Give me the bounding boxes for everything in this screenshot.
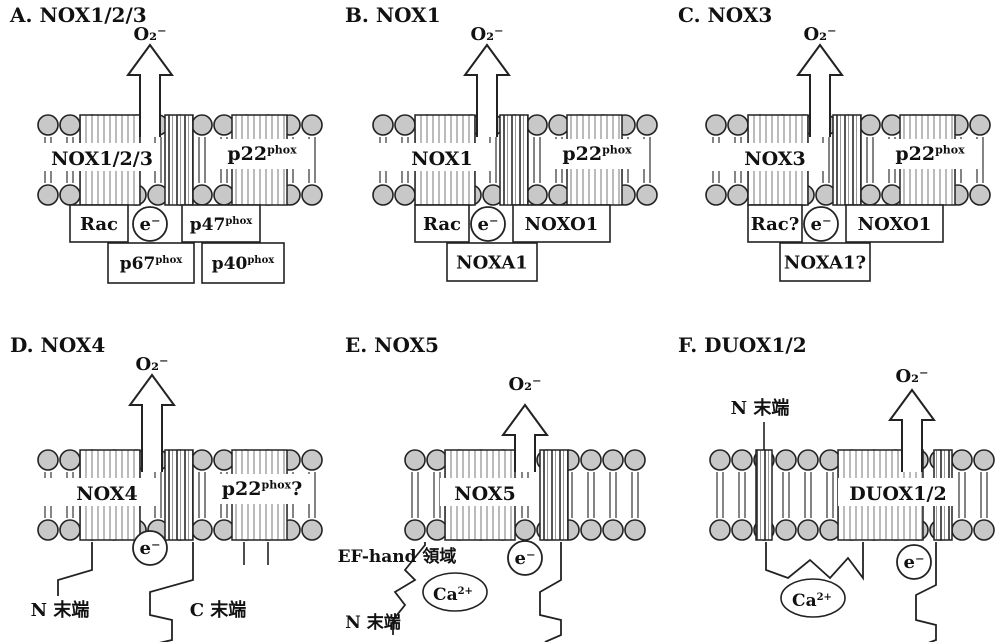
enzyme-helix <box>500 115 528 205</box>
rac-label: Rac <box>423 214 461 235</box>
superoxide-label: O₂⁻ <box>135 354 168 375</box>
superoxide-label: O₂⁻ <box>133 24 166 45</box>
enzyme-label: NOX3 <box>744 148 806 170</box>
superoxide-label: O₂⁻ <box>470 24 503 45</box>
p47-box-group: p47phox <box>182 205 260 242</box>
n-terminus-label: N 末端 <box>31 599 90 621</box>
electron-label: e⁻ <box>140 538 161 559</box>
superoxide-label: O₂⁻ <box>803 24 836 45</box>
enzyme-label: NOX4 <box>76 483 138 505</box>
panel-6: F. DUOX1/2O₂⁻DUOX1/2N 末端e⁻Ca2+ <box>678 333 994 642</box>
electron-label: e⁻ <box>515 548 536 569</box>
noxa1-label: NOXA1? <box>784 252 866 273</box>
noxo1-label: NOXO1 <box>525 214 599 235</box>
c-terminus-label: C 末端 <box>190 599 247 621</box>
n-terminus-tail <box>58 542 92 596</box>
panel-title: B. NOX1 <box>345 3 441 27</box>
electron-label: e⁻ <box>478 214 499 235</box>
c-terminus-tail <box>540 542 561 642</box>
electron-label: e⁻ <box>904 552 925 573</box>
duox-n-helix <box>756 450 772 540</box>
panel-title: E. NOX5 <box>345 333 439 357</box>
enzyme-helix <box>165 450 193 540</box>
panel-title: F. DUOX1/2 <box>678 333 807 357</box>
rac-label: Rac <box>80 214 118 235</box>
ef-hand-label: EF-hand 領域 <box>338 546 457 567</box>
rac-label: Rac? <box>751 214 800 235</box>
electron-label: e⁻ <box>140 214 161 235</box>
enzyme-label: DUOX1/2 <box>849 483 946 505</box>
panel-title: A. NOX1/2/3 <box>9 3 147 27</box>
panel-title: C. NOX3 <box>678 3 772 27</box>
enzyme-label: NOX1/2/3 <box>51 148 153 170</box>
noxa1-label: NOXA1 <box>456 252 528 273</box>
superoxide-label: O₂⁻ <box>895 366 928 387</box>
superoxide-label: O₂⁻ <box>508 374 541 395</box>
n-terminus-label: N 末端 <box>731 397 790 419</box>
electron-label: e⁻ <box>811 214 832 235</box>
enzyme-label: NOX1 <box>411 148 473 170</box>
panel-title: D. NOX4 <box>10 333 105 357</box>
ef-hand-loop <box>766 542 863 578</box>
enzyme-helix <box>165 115 193 205</box>
enzyme-label: NOX5 <box>454 483 516 505</box>
enzyme-helix <box>540 450 568 540</box>
noxo1-label: NOXO1 <box>858 214 932 235</box>
enzyme-helix <box>833 115 861 205</box>
n-terminus-label: N 末端 <box>345 612 400 633</box>
